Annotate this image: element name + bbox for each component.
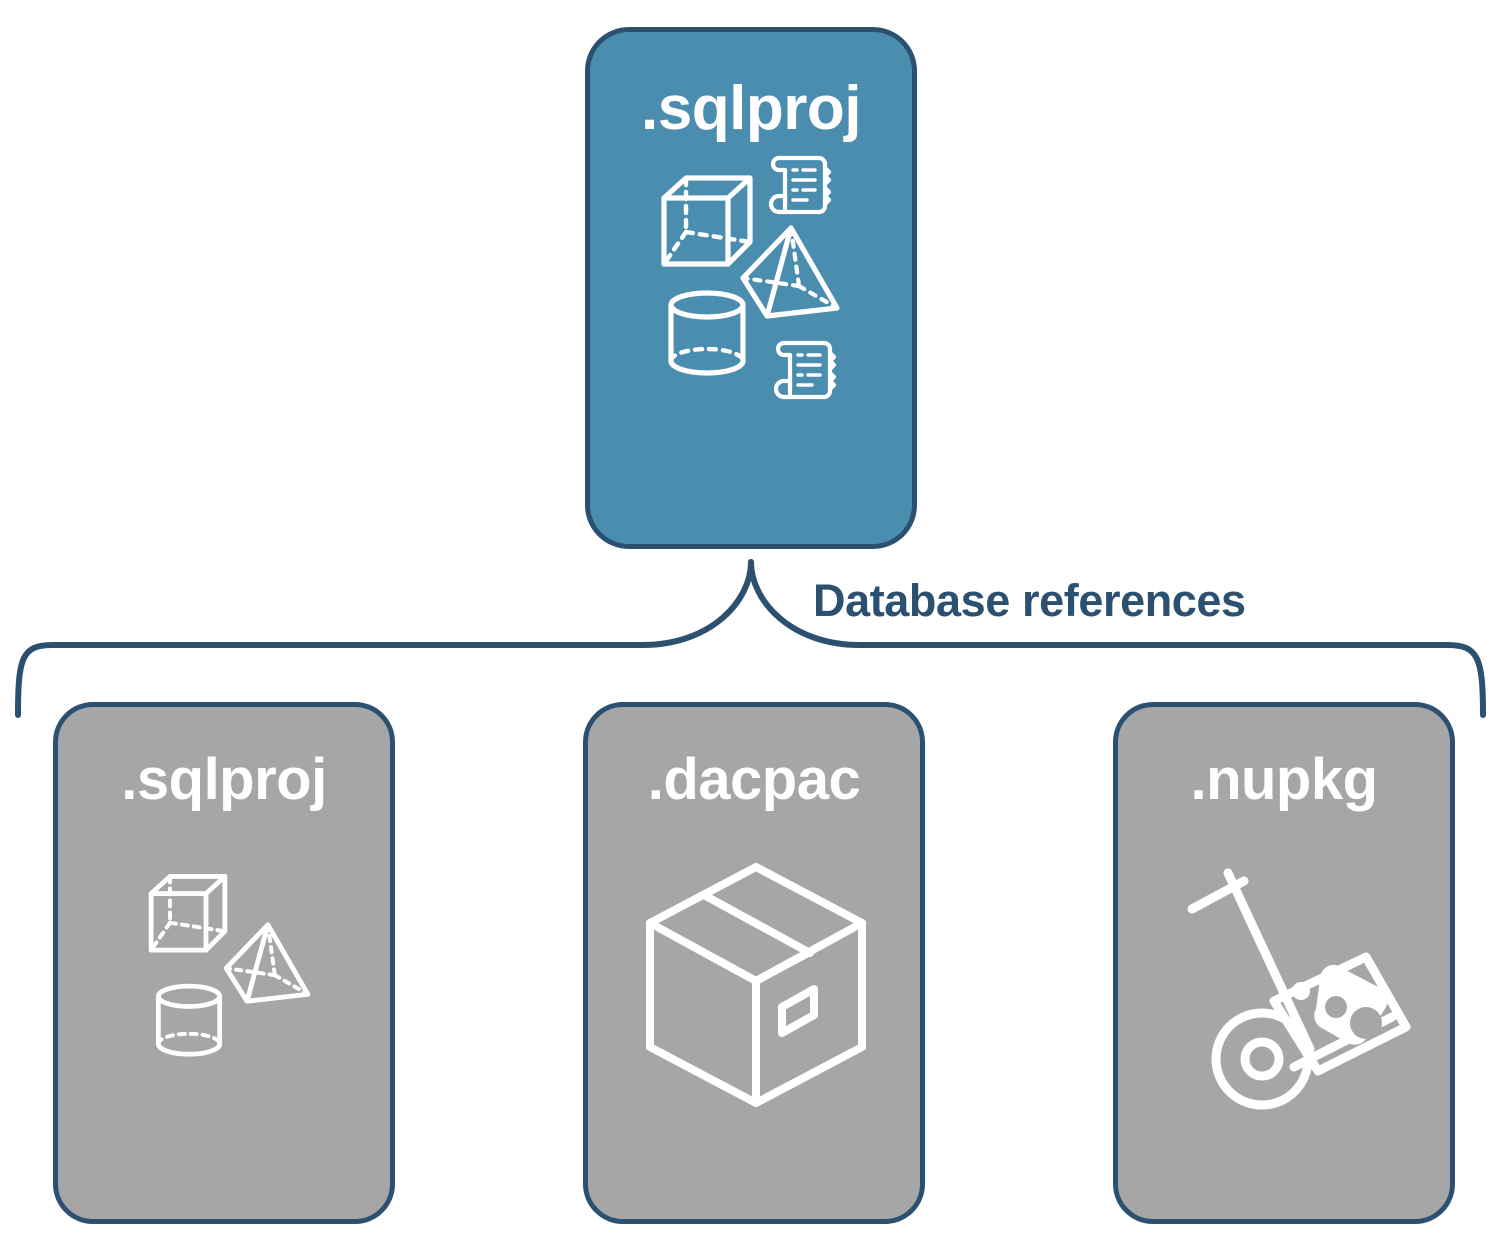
icon-area-nupkg	[1118, 809, 1450, 1219]
icon-area-root	[590, 140, 912, 544]
card-sqlproj-root[interactable]: .sqlproj	[585, 27, 917, 549]
connector-label: Database references	[813, 575, 1246, 626]
script-scroll-icon	[773, 340, 837, 400]
database-references-bracket	[15, 559, 1486, 718]
nuget-package-icon	[1269, 952, 1411, 1076]
card-sqlproj-reference[interactable]: .sqlproj	[53, 702, 395, 1224]
card-dacpac[interactable]: .dacpac	[583, 702, 925, 1224]
icon-area-sqlproj-reference	[58, 809, 390, 1219]
card-title-nupkg: .nupkg	[1190, 747, 1378, 812]
card-title-sqlproj-reference: .sqlproj	[121, 747, 327, 812]
card-nupkg[interactable]: .nupkg	[1113, 702, 1455, 1224]
cube-icon	[148, 874, 228, 953]
pyramid-icon	[223, 922, 311, 1004]
package-box-icon	[646, 863, 866, 1107]
card-title-sqlproj-root: .sqlproj	[641, 74, 861, 143]
script-scroll-icon	[768, 155, 832, 215]
pyramid-icon	[740, 225, 840, 319]
icon-area-dacpac	[588, 809, 920, 1219]
card-title-dacpac: .dacpac	[647, 747, 861, 812]
cylinder-icon	[155, 983, 223, 1057]
cube-icon	[661, 175, 753, 267]
hand-truck-icon	[1187, 868, 1411, 1110]
cylinder-icon	[668, 290, 746, 376]
